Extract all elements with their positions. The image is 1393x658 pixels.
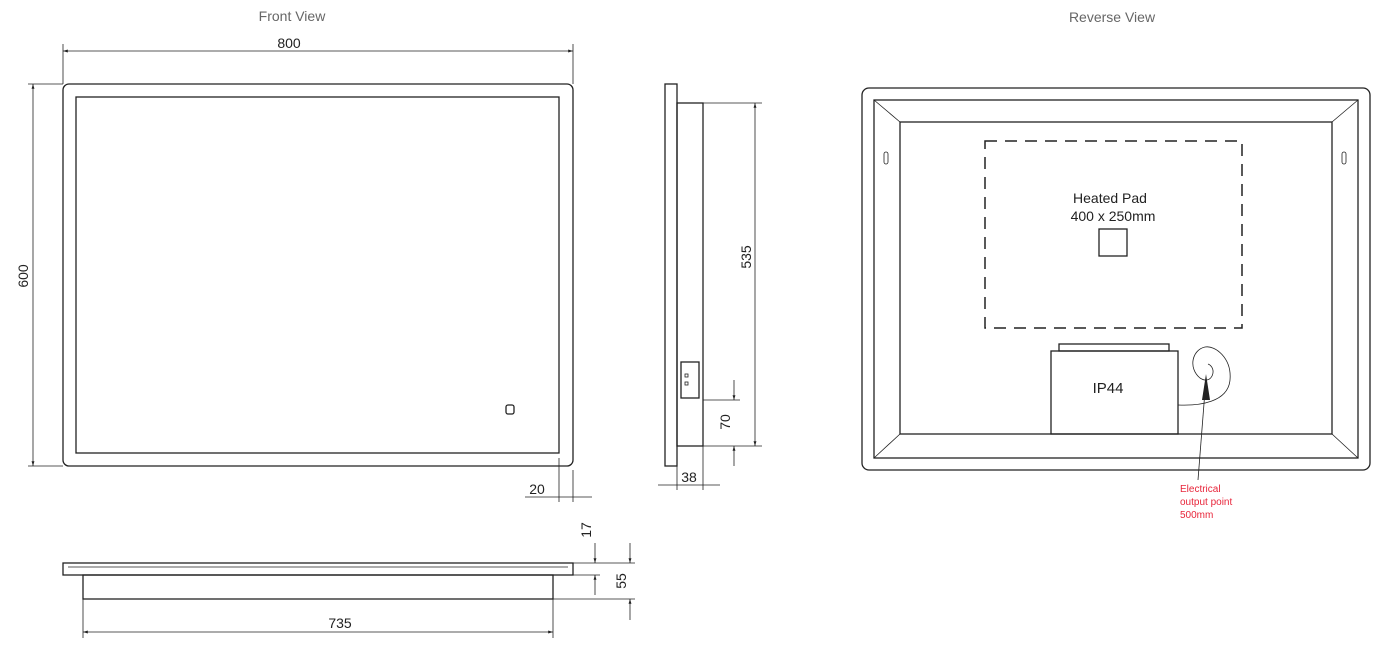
heated-pad-size: 400 x 250mm <box>1071 208 1156 224</box>
heated-pad-label: Heated Pad <box>1073 190 1147 206</box>
side-frame <box>664 83 678 467</box>
depth-dimension: 38 <box>681 469 697 485</box>
ip-rating: IP44 <box>1093 380 1124 397</box>
ip44-box <box>1050 350 1179 435</box>
switch-box <box>680 361 700 399</box>
mirror-outline <box>62 83 574 467</box>
total-depth-dimension: 55 <box>613 573 629 589</box>
panel-height-dimension: 535 <box>738 245 754 269</box>
side-box <box>676 102 704 447</box>
hanging-slot-icon <box>883 151 889 165</box>
switch-offset-dimension: 70 <box>717 414 733 430</box>
bottom-box <box>82 574 554 600</box>
touch-switch-icon <box>505 404 515 415</box>
bottom-frame <box>62 562 574 576</box>
hanging-slot-icon <box>1341 151 1347 165</box>
note-line-2: output point <box>1180 497 1232 508</box>
front-view: Front View 800 600 20 <box>15 8 592 502</box>
bottom-view: 17 55 735 <box>62 522 635 638</box>
width-dimension: 800 <box>277 35 301 51</box>
side-view: 535 70 38 <box>658 83 762 490</box>
front-view-title: Front View <box>259 8 327 24</box>
reverse-view: Reverse View Heated Pad 400 x 250mm IP44… <box>861 9 1371 521</box>
edge-dimension: 20 <box>529 481 545 497</box>
cable-spiral-icon <box>1177 346 1231 406</box>
mirror-glass <box>75 96 560 454</box>
length-dimension: 735 <box>328 615 352 631</box>
heated-pad-outline <box>984 140 1243 329</box>
frame-dimension: 17 <box>578 522 594 538</box>
note-line-3: 500mm <box>1180 510 1213 521</box>
height-dimension: 600 <box>15 264 31 288</box>
reverse-view-title: Reverse View <box>1069 9 1156 25</box>
note-line-1: Electrical <box>1180 484 1221 495</box>
